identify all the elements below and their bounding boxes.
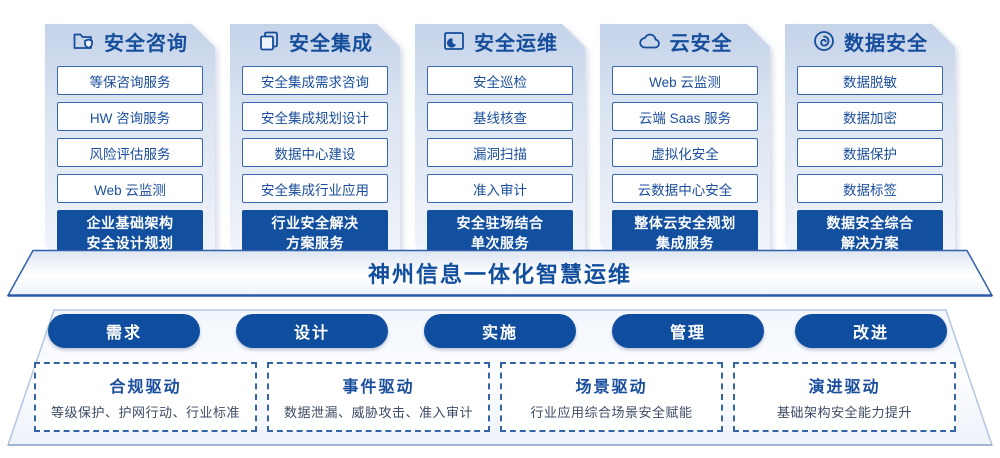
service-item: 云端 Saas 服务 xyxy=(612,102,758,131)
card-cloud-security: 云安全 Web 云监测 云端 Saas 服务 虚拟化安全 云数据中心安全 整体云… xyxy=(600,7,770,267)
card-title: 安全集成 xyxy=(289,32,373,55)
banner-title: 神州信息一体化智慧运维 xyxy=(367,262,632,287)
phase-pill-management: 管理 xyxy=(612,314,764,348)
driver-box-evolution: 演进驱动 基础架构安全能力提升 xyxy=(733,362,956,432)
driver-title: 合规驱动 xyxy=(109,379,182,396)
driver-box-compliance: 合规驱动 等级保护、护网行动、行业标准 xyxy=(34,362,257,432)
service-item: 数据加密 xyxy=(797,102,943,131)
service-item: Web 云监测 xyxy=(57,174,203,203)
service-item: 数据保护 xyxy=(797,138,943,167)
folder-shield-icon xyxy=(72,29,96,53)
service-item: 安全集成需求咨询 xyxy=(242,66,388,95)
card-title: 数据安全 xyxy=(844,32,928,55)
service-item: 数据标签 xyxy=(797,174,943,203)
service-item: 云数据中心安全 xyxy=(612,174,758,203)
phase-pill-design: 设计 xyxy=(236,314,388,348)
solution-box: 安全驻场结合 单次服务 xyxy=(427,210,573,257)
driver-title: 事件驱动 xyxy=(342,379,415,396)
fingerprint-icon xyxy=(812,29,836,53)
driver-desc: 数据泄漏、威胁攻击、准入审计 xyxy=(283,405,473,420)
service-item: HW 咨询服务 xyxy=(57,102,203,131)
service-item: Web 云监测 xyxy=(612,66,758,95)
card-header: 安全运维 xyxy=(415,24,585,58)
service-item: 数据脱敏 xyxy=(797,66,943,95)
documents-icon xyxy=(257,29,281,53)
card-title: 安全咨询 xyxy=(104,32,188,55)
card-security-consulting: 安全咨询 等保咨询服务 HW 咨询服务 风险评估服务 Web 云监测 企业基础架… xyxy=(45,7,215,267)
driver-desc: 基础架构安全能力提升 xyxy=(776,405,912,420)
card-header: 数据安全 xyxy=(785,24,955,58)
card-header: 安全咨询 xyxy=(45,24,215,58)
driver-box-incident: 事件驱动 数据泄漏、威胁攻击、准入审计 xyxy=(267,362,490,432)
driver-title: 场景驱动 xyxy=(575,379,648,396)
service-item: 安全集成规划设计 xyxy=(242,102,388,131)
card-header: 云安全 xyxy=(600,24,770,58)
phase-pill-requirements: 需求 xyxy=(48,314,200,348)
solution-box: 数据安全综合 解决方案 xyxy=(797,210,943,257)
service-item: 等保咨询服务 xyxy=(57,66,203,95)
service-item: 数据中心建设 xyxy=(242,138,388,167)
service-item: 虚拟化安全 xyxy=(612,138,758,167)
driver-desc: 等级保护、护网行动、行业标准 xyxy=(50,405,240,420)
phase-pill-improvement: 改进 xyxy=(795,314,947,348)
pie-folder-icon xyxy=(442,29,466,53)
service-item: 安全巡检 xyxy=(427,66,573,95)
service-item: 安全集成行业应用 xyxy=(242,174,388,203)
solution-box: 企业基础架构 安全设计规划 xyxy=(57,210,203,257)
cloud-icon xyxy=(638,29,662,53)
card-title: 安全运维 xyxy=(474,32,558,55)
service-item: 基线核查 xyxy=(427,102,573,131)
service-item: 风险评估服务 xyxy=(57,138,203,167)
card-security-operations: 安全运维 安全巡检 基线核查 漏洞扫描 准入审计 安全驻场结合 单次服务 xyxy=(415,7,585,267)
banner-shape xyxy=(6,249,994,297)
driver-desc: 行业应用综合场景安全赋能 xyxy=(530,405,693,420)
service-cards-row: 安全咨询 等保咨询服务 HW 咨询服务 风险评估服务 Web 云监测 企业基础架… xyxy=(45,7,955,267)
banner: 神州信息一体化智慧运维 xyxy=(0,249,1000,299)
card-data-security: 数据安全 数据脱敏 数据加密 数据保护 数据标签 数据安全综合 解决方案 xyxy=(785,7,955,267)
service-item: 准入审计 xyxy=(427,174,573,203)
card-title: 云安全 xyxy=(669,32,733,55)
card-security-integration: 安全集成 安全集成需求咨询 安全集成规划设计 数据中心建设 安全集成行业应用 行… xyxy=(230,7,400,267)
card-header: 安全集成 xyxy=(230,24,400,58)
solution-box: 行业安全解决 方案服务 xyxy=(242,210,388,257)
service-item: 漏洞扫描 xyxy=(427,138,573,167)
driver-box-scenario: 场景驱动 行业应用综合场景安全赋能 xyxy=(500,362,723,432)
solution-box: 整体云安全规划 集成服务 xyxy=(612,210,758,257)
phase-pill-implementation: 实施 xyxy=(424,314,576,348)
driver-title: 演进驱动 xyxy=(808,379,881,396)
